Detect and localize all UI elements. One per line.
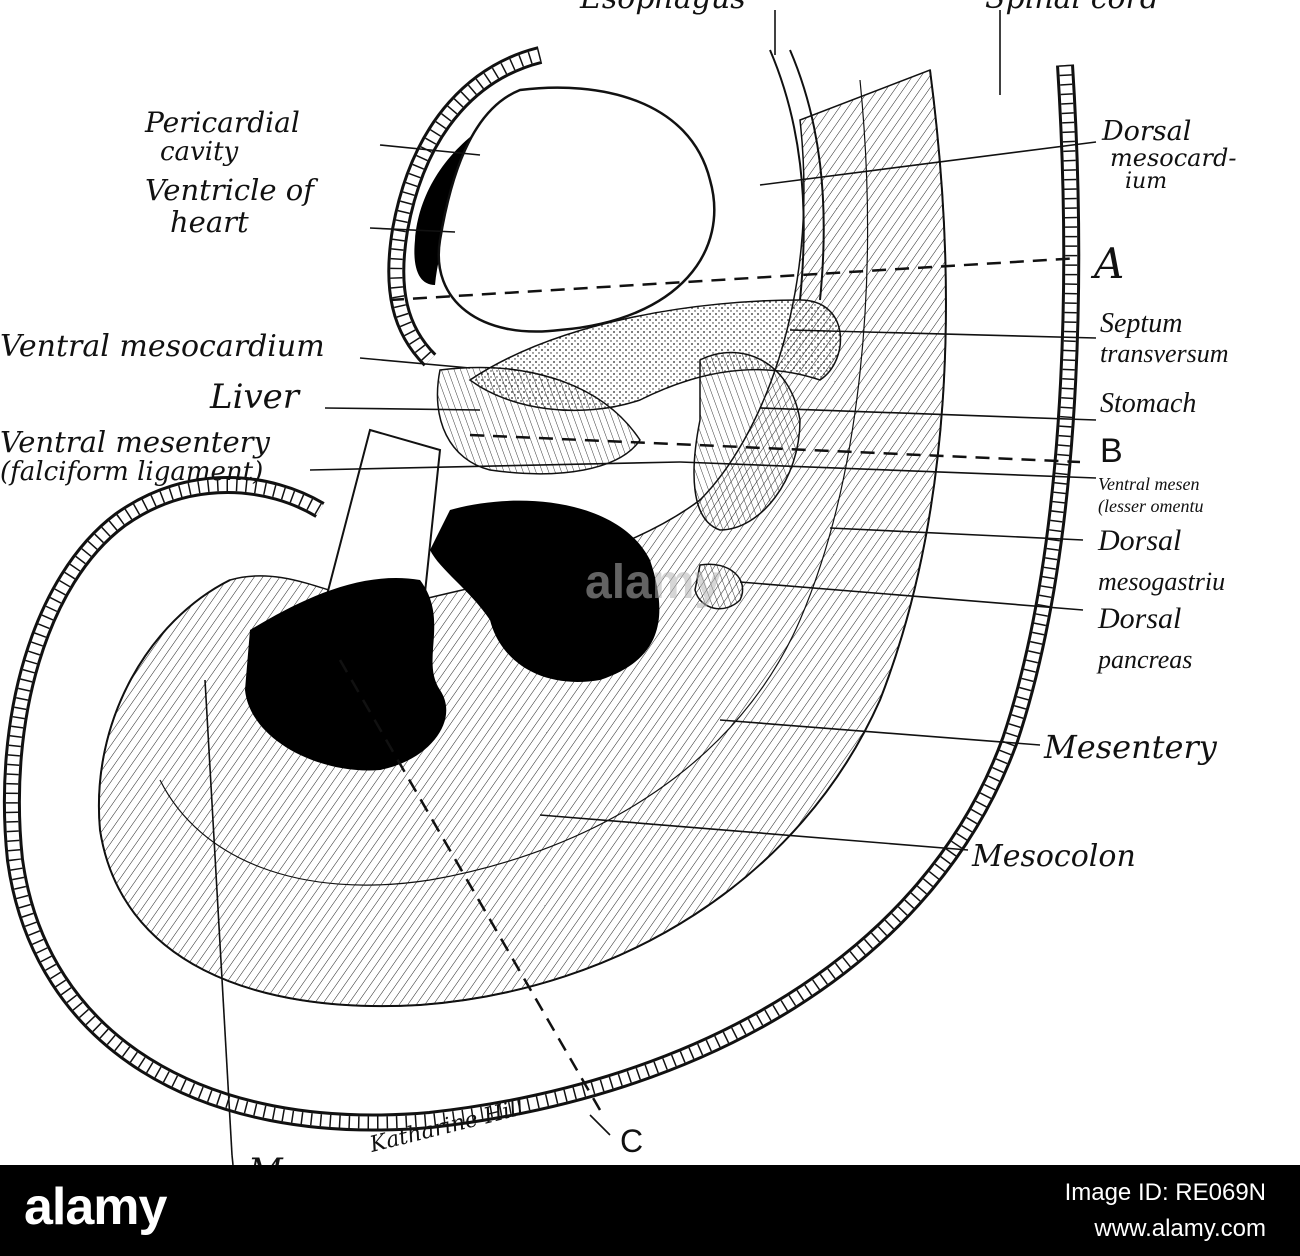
leader-lines <box>204 10 1097 1165</box>
label-esophagus: Esophagus <box>579 0 746 16</box>
label-liver: Liver <box>209 377 301 417</box>
brand-logo[interactable]: alamy <box>24 1178 167 1236</box>
coelom-dark-upper <box>430 500 660 682</box>
section-line-c <box>338 659 602 1111</box>
label-dorsal-mesocardium-2: mesocard- <box>1110 144 1236 172</box>
body-wall <box>2 46 1081 1132</box>
label-dorsal-mesocardium-3: ium <box>1125 169 1167 194</box>
label-dorsal-mesogastrium-2: mesogastriu <box>1098 567 1225 596</box>
label-ventral-mesentery-2: (falciform ligament) <box>0 457 263 487</box>
heart-ventricle <box>437 86 716 333</box>
label-ventral-mesentery-1: Ventral mesentery <box>0 425 270 459</box>
label-septum-2: transversum <box>1100 339 1229 368</box>
stomach <box>693 351 801 531</box>
section-line-b <box>469 433 1081 464</box>
label-dorsal-pancreas-1: Dorsal <box>1097 602 1181 635</box>
label-dorsal-mesogastrium-1: Dorsal <box>1097 524 1181 557</box>
section-line-a <box>389 256 1081 302</box>
label-ventral-mesentery-right-1: Ventral mesen <box>1098 474 1199 494</box>
label-ventral-mesentery-right-2: (lesser omentu <box>1098 496 1203 517</box>
label-bottom-cut: M <box>247 1151 284 1165</box>
dorsal-pancreas <box>694 563 744 610</box>
label-ventricle-1: Ventricle of <box>145 173 319 207</box>
label-letter-b: B <box>1100 432 1123 470</box>
label-spinal-cord: Spinal cord <box>985 0 1159 16</box>
footer-bar: alamy Image ID: RE069N www.alamy.com <box>0 1165 1300 1256</box>
label-mesocolon: Mesocolon <box>971 839 1136 874</box>
esophagus-tube <box>769 49 825 301</box>
label-mesentery: Mesentery <box>1043 728 1218 766</box>
coelom-dark-lower <box>245 578 447 771</box>
label-letter-a: A <box>1090 239 1124 288</box>
embryo-mesentery-diagram: Katharine Hill Esophagus Spinal cord Per… <box>0 0 1237 1165</box>
site-url[interactable]: www.alamy.com <box>1094 1215 1266 1242</box>
label-letter-c: C <box>620 1123 643 1159</box>
watermark: alamy <box>585 556 722 609</box>
label-pericardial-cavity-2: cavity <box>160 137 239 167</box>
label-ventricle-2: heart <box>170 205 249 239</box>
label-pericardial-cavity-1: Pericardial <box>144 106 300 139</box>
label-septum-1: Septum <box>1100 308 1182 339</box>
label-dorsal-mesocardium-1: Dorsal <box>1101 116 1191 147</box>
mesentery-fan <box>98 68 947 1007</box>
label-stomach: Stomach <box>1100 388 1196 419</box>
label-ventral-mesocardium: Ventral mesocardium <box>0 329 325 364</box>
label-dorsal-pancreas-2: pancreas <box>1096 645 1192 674</box>
image-id: Image ID: RE069N <box>1064 1179 1266 1206</box>
